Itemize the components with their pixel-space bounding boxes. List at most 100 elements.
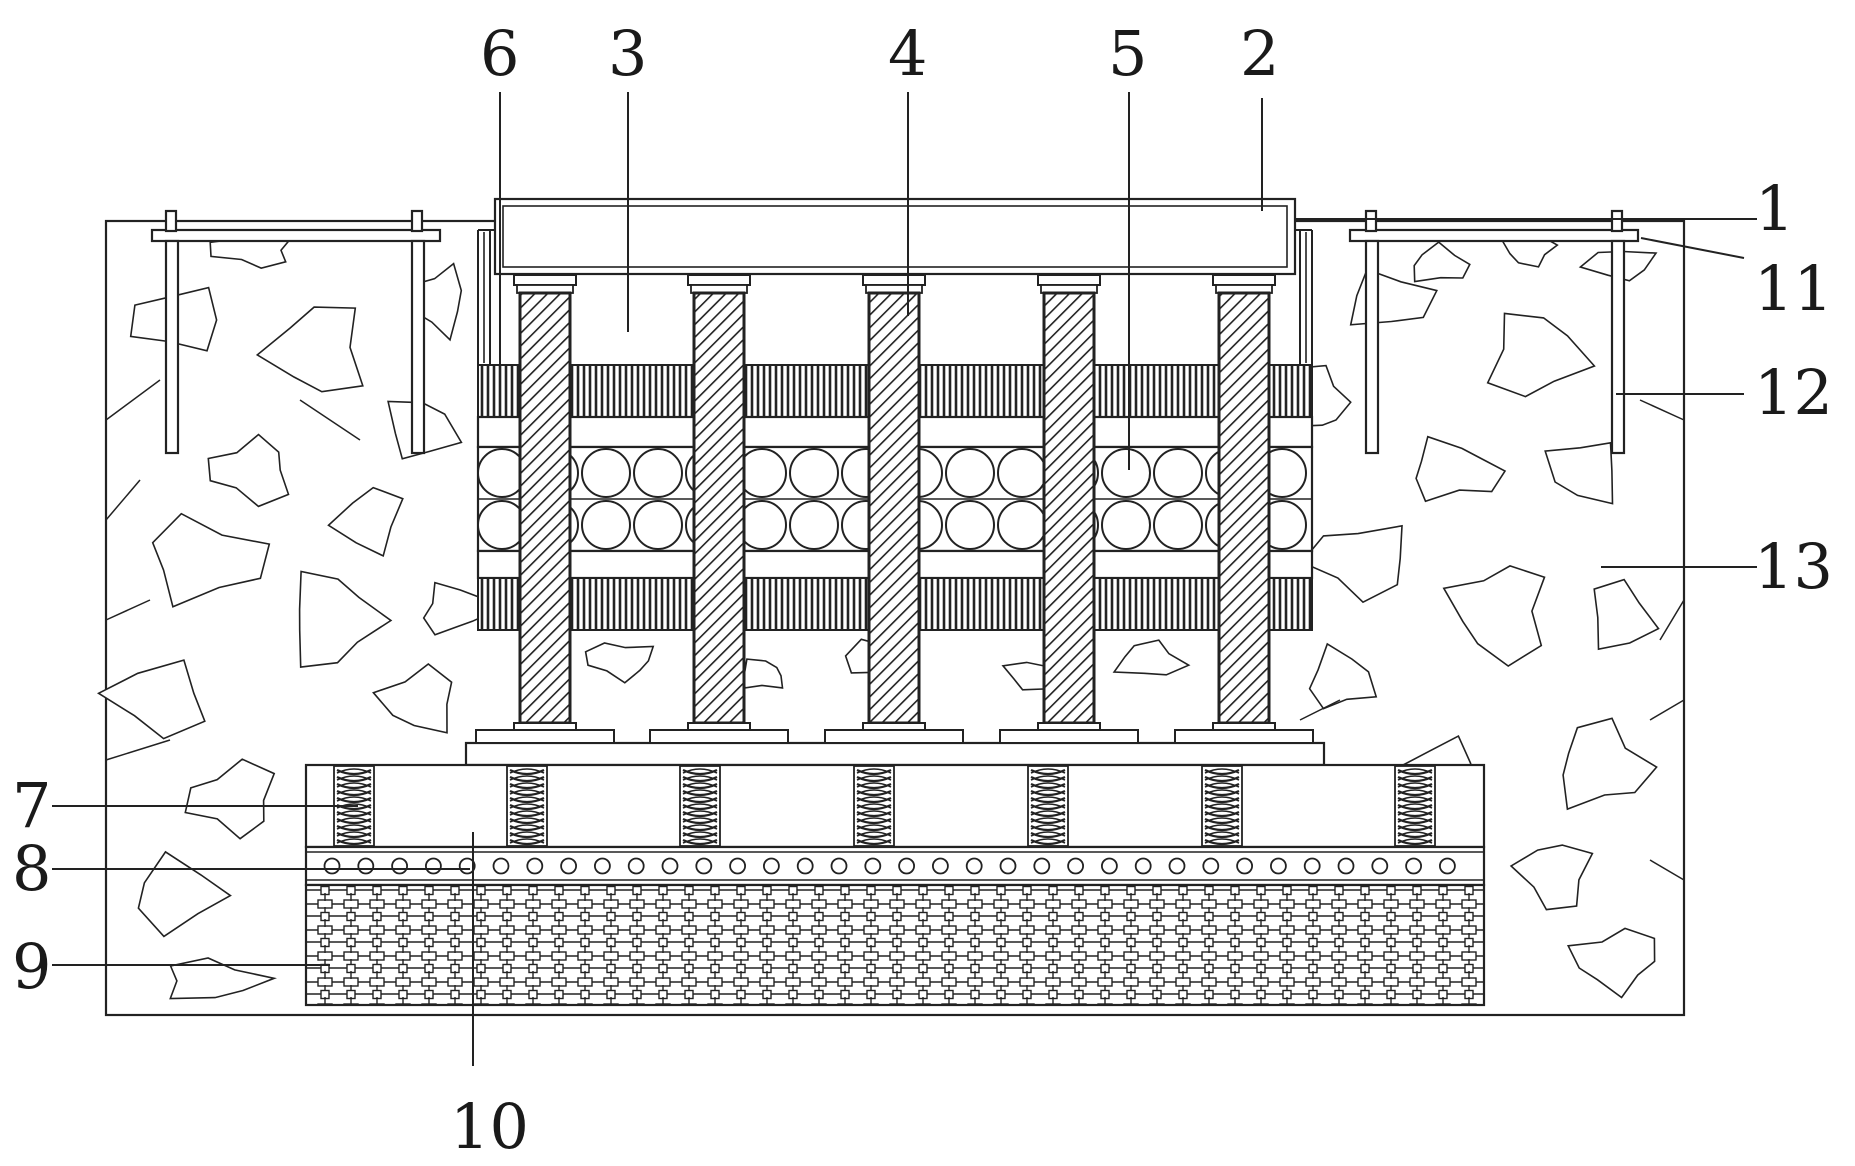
bearing-ball xyxy=(492,857,510,875)
rock-crack xyxy=(1649,859,1685,881)
spring-coil xyxy=(856,824,892,830)
spring-coil xyxy=(856,803,892,809)
rock xyxy=(1308,642,1378,710)
spring-coil xyxy=(509,789,545,795)
bearing-ball xyxy=(763,857,780,875)
ball xyxy=(945,448,995,498)
leader-lines xyxy=(52,92,1757,1066)
bearing-ball xyxy=(1337,857,1355,875)
label-10: 10 xyxy=(450,1090,529,1163)
bearing-ball xyxy=(323,857,341,875)
rock xyxy=(207,433,290,508)
spring-coil xyxy=(1030,775,1066,781)
bearing-ball xyxy=(1270,857,1287,875)
rock xyxy=(1509,844,1594,911)
spring-coil xyxy=(1030,831,1066,837)
ball xyxy=(581,500,631,550)
column-cap xyxy=(862,274,926,286)
spring-coil xyxy=(509,775,545,781)
rock xyxy=(372,662,453,734)
label-7: 7 xyxy=(12,769,51,842)
bearing-ball xyxy=(627,857,645,875)
ball xyxy=(997,500,1047,550)
rock-crack xyxy=(105,739,171,761)
rock-crack xyxy=(1299,699,1341,721)
bearing-balls xyxy=(323,857,1456,875)
bearing-ball xyxy=(1101,857,1118,875)
bearing-ball xyxy=(1134,857,1152,875)
rock xyxy=(137,850,232,938)
rock xyxy=(1001,661,1048,691)
bearing-ball xyxy=(999,857,1017,875)
rock xyxy=(1486,312,1596,398)
ball xyxy=(1101,448,1151,498)
spring-coil xyxy=(1397,817,1433,823)
spring-coil xyxy=(1204,782,1240,788)
rock-crack xyxy=(1659,599,1685,641)
spring-coil xyxy=(336,817,372,823)
spring-coil xyxy=(1030,838,1066,844)
spring-coil xyxy=(336,796,372,802)
label-4: 4 xyxy=(888,17,927,90)
column-foot xyxy=(1037,722,1101,731)
spring-coil xyxy=(509,824,545,830)
spring-coil xyxy=(682,810,718,816)
spring-coil xyxy=(856,817,892,823)
bearing-ball xyxy=(357,857,375,875)
spring-coil xyxy=(509,831,545,837)
spring-coil xyxy=(1030,789,1066,795)
bearing-ball xyxy=(864,857,882,875)
leader-11 xyxy=(1640,237,1745,259)
rock xyxy=(1442,565,1546,667)
bearing-ball xyxy=(830,857,848,875)
rock xyxy=(96,659,206,740)
bearing-ball xyxy=(898,857,915,875)
spring-coil xyxy=(1204,796,1240,802)
bearing-ball xyxy=(729,857,746,875)
bearing-row xyxy=(304,845,1486,887)
spring-coil xyxy=(1204,817,1240,823)
bearing-ball xyxy=(526,857,544,875)
anchor-right xyxy=(1348,209,1640,455)
support-columns xyxy=(513,274,1276,731)
spring-coil xyxy=(1397,824,1433,830)
spring-coil xyxy=(336,824,372,830)
label-3: 3 xyxy=(608,17,647,90)
spring-coil xyxy=(856,789,892,795)
spring-coil xyxy=(856,782,892,788)
column-shaft xyxy=(692,291,746,725)
rock-crack xyxy=(105,599,151,621)
bearing-ball xyxy=(1033,857,1051,875)
spring-coil xyxy=(682,796,718,802)
bearing-ball xyxy=(1236,857,1253,875)
label-12: 12 xyxy=(1754,356,1833,429)
spring-coil xyxy=(1030,803,1066,809)
column-cap xyxy=(687,274,751,286)
ball xyxy=(945,500,995,550)
label-2: 2 xyxy=(1240,17,1279,90)
bearing-ball xyxy=(932,857,949,875)
column-cap xyxy=(1212,274,1276,286)
rock xyxy=(327,486,404,558)
spring-coil xyxy=(856,775,892,781)
top-cap-plate xyxy=(493,197,1297,276)
pedestal xyxy=(1174,729,1314,744)
spring-coil xyxy=(336,775,372,781)
rock xyxy=(255,306,364,393)
column-foot xyxy=(862,722,926,731)
rock xyxy=(1415,435,1507,503)
spring-coil xyxy=(336,810,372,816)
bearing-ball xyxy=(965,857,983,875)
rock xyxy=(1112,639,1191,676)
spring-coil xyxy=(1204,838,1240,844)
spring-coil xyxy=(682,775,718,781)
spring-coil xyxy=(509,796,545,802)
bearing-ball xyxy=(424,857,442,875)
spring-coil xyxy=(509,803,545,809)
ball xyxy=(1153,500,1203,550)
pedestal xyxy=(999,729,1139,744)
rock-crack xyxy=(105,379,161,421)
reference-labels: 1 2 3 4 5 6 7 8 9 10 11 12 13 xyxy=(12,17,1833,1163)
rock xyxy=(1566,927,1656,999)
bearing-ball xyxy=(1067,857,1084,875)
